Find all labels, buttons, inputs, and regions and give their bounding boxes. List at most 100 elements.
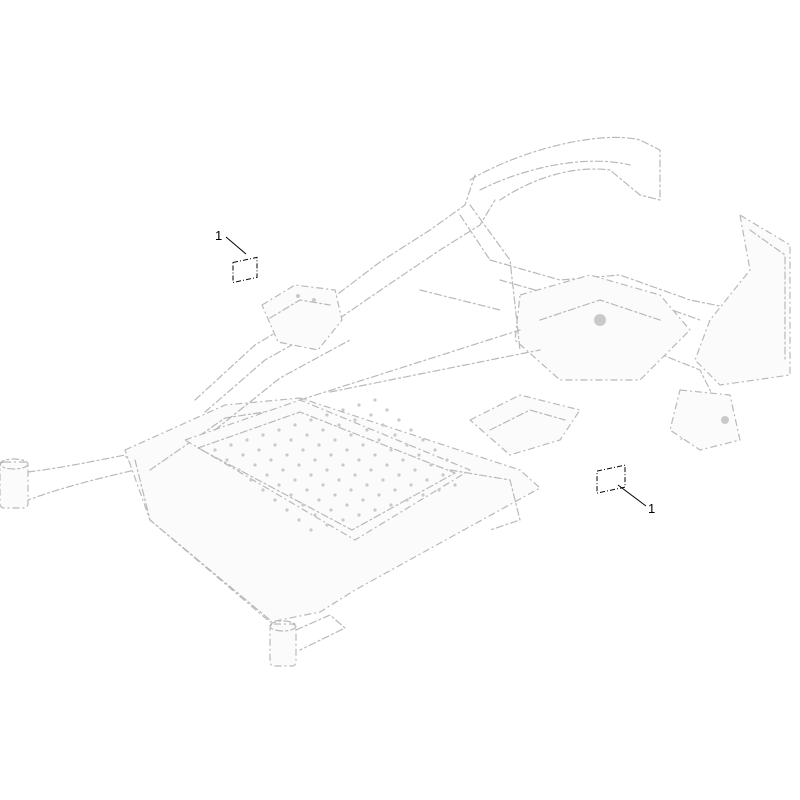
perforation-hole [417, 453, 421, 457]
perforation-hole [297, 463, 301, 467]
perforation-hole [341, 408, 345, 412]
perforation-hole [373, 398, 377, 402]
perforation-hole [357, 458, 361, 462]
perforation-hole [309, 473, 313, 477]
perforation-hole [405, 498, 409, 502]
perforation-hole [285, 508, 289, 512]
perforation-hole [285, 453, 289, 457]
perforation-hole [253, 463, 257, 467]
perforation-hole [397, 418, 401, 422]
floor-perforations [213, 398, 457, 532]
engine-deck [514, 274, 691, 381]
perforation-hole [313, 513, 317, 517]
perforation-hole [261, 433, 265, 437]
right-caster-tube [269, 623, 297, 667]
perforation-hole [381, 478, 385, 482]
perforation-hole [225, 458, 229, 462]
perforation-hole [289, 438, 293, 442]
perforation-hole [277, 483, 281, 487]
perforation-hole [281, 468, 285, 472]
perforation-hole [261, 488, 265, 492]
perforation-hole [289, 493, 293, 497]
perforation-hole [317, 443, 321, 447]
perforation-hole [321, 428, 325, 432]
perforation-hole [361, 498, 365, 502]
perforation-hole [293, 478, 297, 482]
perforation-hole [373, 508, 377, 512]
perforation-hole [369, 468, 373, 472]
perforation-hole [357, 403, 361, 407]
perforation-hole [401, 458, 405, 462]
perforation-hole [353, 473, 357, 477]
perforation-hole [409, 483, 413, 487]
perforation-hole [345, 503, 349, 507]
perforation-hole [421, 438, 425, 442]
perforation-hole [329, 453, 333, 457]
perforation-hole [421, 493, 425, 497]
perforation-hole [365, 428, 369, 432]
perforation-hole [377, 438, 381, 442]
perforation-hole [229, 443, 233, 447]
perforation-hole [329, 508, 333, 512]
perforation-hole [445, 458, 449, 462]
callout-number-lower: 1 [648, 501, 656, 516]
perforation-hole [301, 503, 305, 507]
perforation-hole [441, 473, 445, 477]
perforation-hole [337, 478, 341, 482]
seat-mount [469, 394, 581, 456]
perforation-hole [249, 478, 253, 482]
perforation-hole [269, 458, 273, 462]
perforation-hole [265, 473, 269, 477]
leader-line-upper [225, 236, 247, 255]
perforation-hole [317, 498, 321, 502]
perforation-hole [293, 423, 297, 427]
perforation-hole [353, 418, 357, 422]
perforation-hole [433, 448, 437, 452]
perforation-hole [325, 413, 329, 417]
perforation-hole [333, 493, 337, 497]
perforation-hole [409, 428, 413, 432]
perforation-hole [361, 443, 365, 447]
perforation-hole [305, 433, 309, 437]
perforation-hole [393, 433, 397, 437]
perforation-hole [241, 453, 245, 457]
rear-bumper [694, 214, 791, 386]
perforation-hole [437, 488, 441, 492]
callout-number-upper: 1 [215, 228, 223, 243]
perforation-hole [357, 513, 361, 517]
perforation-hole [345, 448, 349, 452]
perforation-hole [305, 488, 309, 492]
perforation-hole [377, 493, 381, 497]
perforation-hole [393, 488, 397, 492]
mower-frame-ghost [0, 136, 791, 667]
perforation-hole [325, 468, 329, 472]
right-bracket [669, 389, 741, 451]
leader-line-lower [617, 484, 647, 507]
perforation-hole [381, 423, 385, 427]
perforation-hole [337, 423, 341, 427]
perforation-hole [237, 468, 241, 472]
perforation-hole [245, 438, 249, 442]
perforation-hole [385, 408, 389, 412]
perforation-hole [373, 453, 377, 457]
decal-upper-left [225, 236, 258, 284]
perforation-hole [389, 503, 393, 507]
perforation-hole [321, 483, 325, 487]
left-caster-tube [0, 461, 29, 509]
perforation-hole [277, 428, 281, 432]
perforation-hole [273, 498, 277, 502]
perforation-hole [341, 518, 345, 522]
control-tower-left [261, 284, 343, 351]
perforation-hole [453, 483, 457, 487]
perforation-hole [333, 438, 337, 442]
perforation-hole [309, 418, 313, 422]
perforation-hole [301, 448, 305, 452]
perforation-hole [213, 448, 217, 452]
perforation-hole [349, 433, 353, 437]
perforation-hole [313, 458, 317, 462]
perforation-hole [429, 463, 433, 467]
perforation-hole [257, 448, 261, 452]
perforation-hole [365, 483, 369, 487]
